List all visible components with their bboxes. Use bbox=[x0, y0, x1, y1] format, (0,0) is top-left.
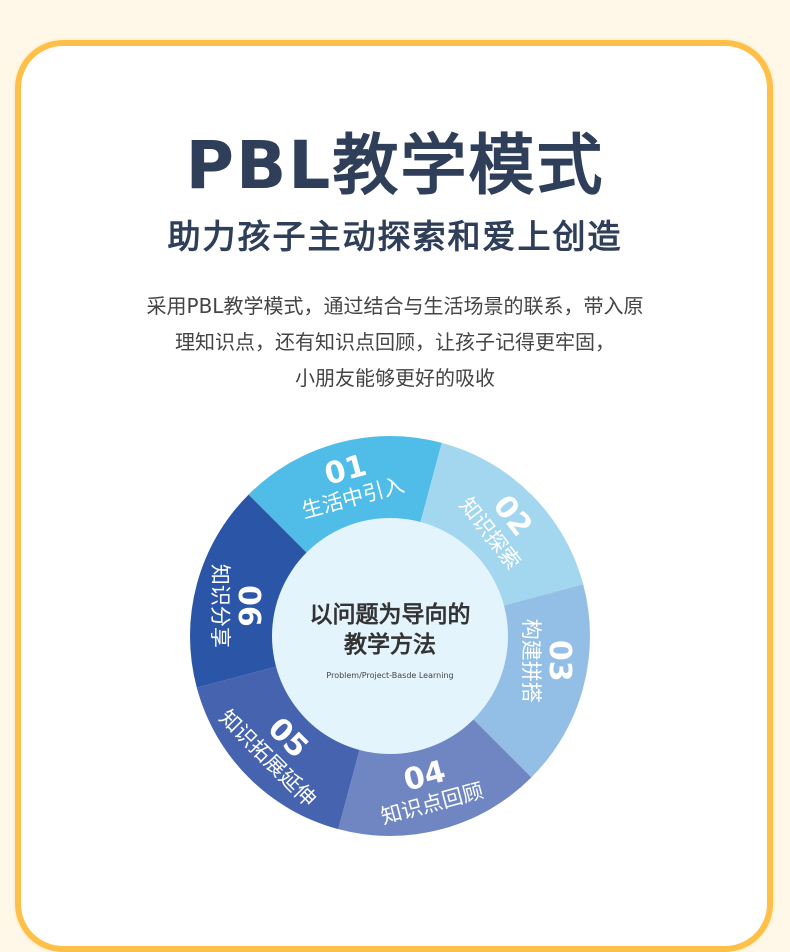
description: 采用PBL教学模式，通过结合与生活场景的联系，带入原 理知识点，还有知识点回顾，… bbox=[90, 288, 700, 396]
segment-step-02 bbox=[418, 442, 584, 608]
step-label: 知识分享 bbox=[208, 564, 232, 648]
center-english: Problem/Project-Basde Learning bbox=[326, 671, 453, 680]
page-title: PBL教学模式 bbox=[185, 127, 605, 204]
description-line: 小朋友能够更好的吸收 bbox=[295, 366, 495, 390]
center-title-line1: 以问题为导向的 bbox=[310, 601, 471, 628]
page-subtitle: 助力孩子主动探索和爱上创造 bbox=[167, 217, 623, 256]
step-number: 03 bbox=[542, 640, 577, 682]
description-line: 理知识点，还有知识点回顾，让孩子记得更牢固， bbox=[175, 330, 615, 354]
segment-step-05 bbox=[196, 664, 362, 830]
description-line: 采用PBL教学模式，通过结合与生活场景的联系，带入原 bbox=[146, 294, 644, 318]
step-label: 构建拼搭 bbox=[519, 619, 543, 703]
segment-step-06 bbox=[190, 494, 313, 688]
segment-step-04 bbox=[338, 713, 532, 836]
center-title-line2: 教学方法 bbox=[344, 631, 436, 658]
segment-step-03 bbox=[467, 584, 590, 778]
step-number: 06 bbox=[231, 585, 266, 627]
center-circle bbox=[272, 518, 508, 754]
pbl-cycle-diagram: 以问题为导向的 教学方法 Problem/Project-Basde Learn… bbox=[190, 436, 590, 836]
segment-step-01 bbox=[248, 436, 442, 559]
